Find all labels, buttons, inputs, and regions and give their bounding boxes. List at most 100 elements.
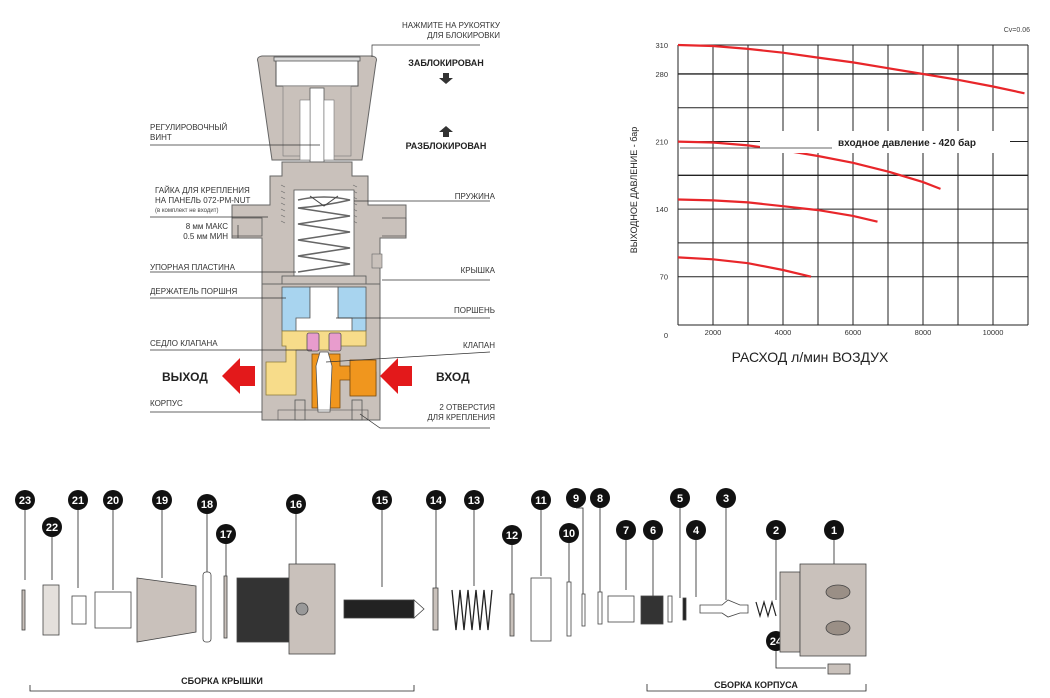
chart-ylabel: ВЫХОДНОЕ ДАВЛЕНИЕ - бар [629,127,639,253]
inlet-port [349,359,377,397]
screw-sleeve-left [299,99,311,161]
x-tick-label: 10000 [983,328,1004,337]
part-16-hole [295,602,309,616]
part-badge-number: 9 [573,493,579,505]
thrust-plate [281,275,367,285]
body-assembly-label: СБОРКА КОРПУСА [714,680,798,690]
part-1-body [799,563,867,657]
part-badge-number: 15 [376,495,388,507]
part-badge-number: 20 [107,495,119,507]
part-badge-circle [590,488,610,508]
part-badge-7: 7 [616,520,636,540]
part-badge-circle [670,488,690,508]
screw-sleeve-right [323,99,335,161]
leader-lines [150,44,491,429]
label-thickness-min: 0.5 мм МИН [183,232,228,241]
part-badge-circle [42,517,62,537]
y-tick-label: 280 [655,70,668,79]
label-valve-seat: СЕДЛО КЛАПАНА [150,339,218,348]
label-adjust-screw-2: ВИНТ [150,133,172,142]
part-badge-10: 10 [559,523,579,543]
part-badge-number: 16 [290,499,302,511]
label-thickness-max: 8 мм МАКС [186,222,228,231]
part-badge-number: 18 [201,499,213,511]
part-18-ring [202,571,212,643]
part-badge-number: 12 [506,530,518,542]
unlocked-arrow-icon [439,126,453,137]
part-badge-circle [766,520,786,540]
bonnet-assembly-bracket [29,685,415,692]
valve-seat-right [328,332,342,352]
part-5-ring [667,595,673,623]
y-tick-label: 210 [655,138,668,147]
part-6-seat [640,595,664,625]
label-mount-holes-1: 2 ОТВЕРСТИЯ [439,403,495,412]
part-badge-5: 5 [670,488,690,508]
part-badge-8: 8 [590,488,610,508]
regulator-cross-section [150,44,491,429]
part-badge-circle [152,490,172,510]
part-badge-15: 15 [372,490,392,510]
part-badge-number: 23 [19,495,31,507]
part-15-tip [413,599,425,619]
part-badge-number: 10 [563,528,575,540]
label-body: КОРПУС [150,399,183,408]
y-tick-label: 310 [655,41,668,50]
y-tick-label: 0 [664,331,668,340]
part-4-ring [682,597,687,621]
part-badge-23: 23 [15,490,35,510]
part-badge-circle [286,494,306,514]
part-badge-circle [103,490,123,510]
part-badge-number: 4 [693,525,700,537]
badge-leaders [24,507,835,669]
label-press-handle-2: ДЛЯ БЛОКИРОВКИ [427,31,500,40]
part-24-pin [827,663,851,675]
part-3-valve [699,599,749,618]
part-23-ring [21,589,26,631]
inlet-arrow [380,358,412,394]
body-assembly-bracket [646,684,867,692]
part-badge-number: 19 [156,495,168,507]
chart-annotation: входное давление - 420 бар [838,137,976,149]
y-tick-label: 140 [655,205,668,214]
handle-cap [275,57,359,87]
part-badge-circle [716,488,736,508]
part-badge-circle [616,520,636,540]
part-badge-circle [566,488,586,508]
body-bottom [277,409,369,421]
part-badge-1: 1 [824,520,844,540]
part-badge-number: 8 [597,493,603,505]
part-2-spring [755,599,777,619]
part-badge-circle [372,490,392,510]
label-locked: ЗАБЛОКИРОВАН [408,58,484,68]
label-press-handle-1: НАЖМИТЕ НА РУКОЯТКУ [402,21,501,30]
part-22-cap [42,584,60,636]
chart-cv-note: Cv=0.06 [1004,27,1030,34]
part-badge-19: 19 [152,490,172,510]
label-thrust-plate: УПОРНАЯ ПЛАСТИНА [150,263,236,272]
part-1-body-threads [779,571,801,653]
part-badge-circle [426,490,446,510]
part-badge-number: 5 [677,493,683,505]
part-badge-number: 2 [773,525,779,537]
part-badge-number: 3 [723,493,729,505]
part-badge-16: 16 [286,494,306,514]
part-19-knob [136,577,197,643]
spring-coil [297,196,351,273]
series-line [677,43,1025,95]
part-badge-circle [464,490,484,510]
part-badge-circle [502,525,522,545]
part-badge-circle [559,523,579,543]
label-outlet: ВЫХОД [162,370,208,384]
part-badge-4: 4 [686,520,706,540]
part-13-spring [451,589,493,631]
part-12-plate [509,593,515,637]
part-badge-number: 14 [430,495,443,507]
locked-arrow-icon [439,73,453,84]
part-badge-12: 12 [502,525,522,545]
part-badge-circle [197,494,217,514]
part-badge-18: 18 [197,494,217,514]
part-badge-number: 21 [72,495,84,507]
